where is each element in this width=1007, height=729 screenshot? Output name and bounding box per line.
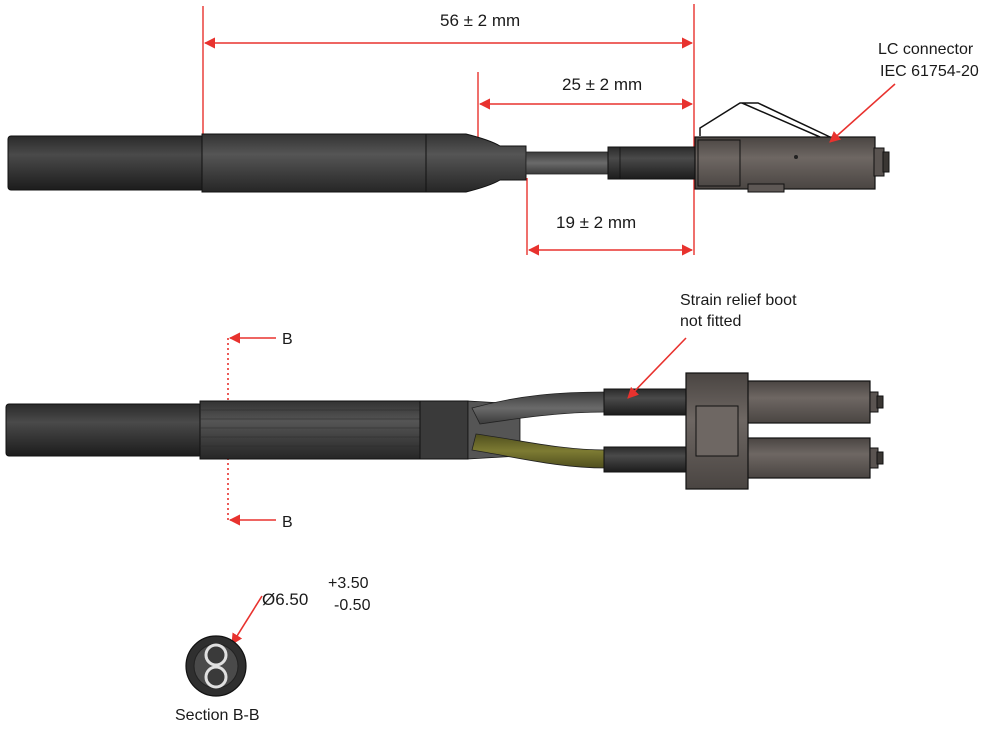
connector-boot <box>608 147 696 179</box>
diameter-leader <box>232 596 262 644</box>
connector-boot-lower <box>604 447 696 472</box>
lc-latch <box>700 103 830 137</box>
lc-connector-leader <box>830 84 895 142</box>
strain-relief-label-line1: Strain relief boot <box>680 292 797 309</box>
fiber-upper <box>472 392 606 424</box>
connector-boot-upper <box>604 389 696 415</box>
fiber-lower-yellow <box>472 434 606 468</box>
section-marker-bottom: B <box>282 514 293 531</box>
diameter-label: Ø6.50 <box>262 590 308 609</box>
bottom-view: B B Strain relief bo <box>6 292 883 531</box>
fiber-cross-section-lower <box>206 667 226 687</box>
breakout-body <box>420 401 468 459</box>
boot-taper <box>426 134 526 192</box>
section-title: Section B-B <box>175 707 259 724</box>
fiber-cross-section-upper <box>206 645 226 665</box>
dimension-overall-label: 56 ± 2 mm <box>440 11 520 30</box>
cable-sleeve <box>202 134 428 192</box>
lc-connector-body <box>695 137 875 189</box>
dimension-boot-label: 25 ± 2 mm <box>562 75 642 94</box>
fiber-cord <box>526 152 610 174</box>
tolerance-minus: -0.50 <box>334 597 371 614</box>
strain-relief-label-line2: not fitted <box>680 313 741 330</box>
lc-standard-label: IEC 61754-20 <box>880 63 979 80</box>
cable-jacket <box>8 136 204 190</box>
lc-connector-label: LC connector <box>878 41 974 58</box>
cable-jacket <box>6 404 202 456</box>
section-marker-top: B <box>282 331 293 348</box>
section-view: Ø6.50 +3.50 -0.50 Section B-B <box>175 575 371 724</box>
dimension-connector-label: 19 ± 2 mm <box>556 213 636 232</box>
tolerance-plus: +3.50 <box>328 575 369 592</box>
top-view: 56 ± 2 mm 25 ± 2 mm 19 ± 2 mm LC connect… <box>8 4 979 255</box>
